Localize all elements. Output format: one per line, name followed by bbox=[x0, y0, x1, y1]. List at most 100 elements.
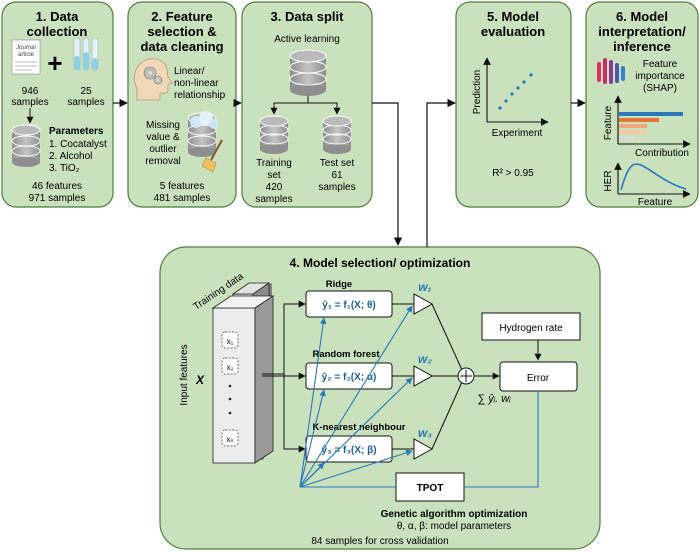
input-features-label: Input features bbox=[179, 344, 190, 405]
samples-right-count: 25 bbox=[80, 86, 92, 97]
stage4-title: 4. Model selection/ optimization bbox=[290, 256, 471, 270]
matrix-x-label: X bbox=[195, 373, 205, 387]
input-line-ridge bbox=[262, 300, 306, 375]
arrow-3-4 bbox=[372, 102, 403, 246]
param-alcohol: 2. Alcohol bbox=[49, 151, 92, 162]
stage2-title-line3: data cleaning bbox=[140, 39, 223, 54]
parity-point bbox=[522, 80, 526, 84]
her-xlabel: Feature bbox=[638, 197, 673, 208]
contribution-label: Contribution bbox=[635, 148, 689, 159]
plus-sign: + bbox=[47, 48, 62, 78]
stage2-title-line1: 2. Feature bbox=[151, 9, 212, 24]
ridge-formula: ŷ₁ = f₁(X; θ) bbox=[322, 300, 375, 311]
feature-cell-xn bbox=[221, 429, 239, 447]
her-curve bbox=[620, 163, 687, 191]
feature-importance-line3: (SHAP) bbox=[643, 83, 677, 94]
test-tubes-icon bbox=[73, 37, 99, 71]
feature-x2-label: x₂ bbox=[226, 363, 233, 372]
stage2-title-line2: selection & bbox=[147, 24, 216, 39]
samples-right-unit: samples bbox=[67, 97, 104, 108]
parity-point bbox=[498, 106, 502, 110]
importance-bar bbox=[619, 124, 647, 128]
journal-article-icon bbox=[11, 39, 41, 75]
relationship-line2: non-linear bbox=[174, 78, 219, 89]
weight-w1-label: w₁ bbox=[418, 280, 432, 294]
stage6-title-line3: inference bbox=[613, 39, 671, 54]
importance-bars bbox=[619, 112, 683, 140]
cross-validation-label: 84 samples for cross validation bbox=[311, 536, 448, 547]
tpot-label: TPOT bbox=[417, 483, 444, 494]
split-arrow-right bbox=[308, 102, 341, 115]
parity-point bbox=[510, 92, 514, 96]
hydrogen-rate-label: Hydrogen rate bbox=[499, 323, 563, 334]
random-forest-label: Random forest bbox=[312, 349, 380, 360]
importance-bar bbox=[619, 118, 659, 122]
parity-point bbox=[529, 73, 533, 77]
missing-line3: outlier bbox=[149, 144, 177, 155]
split-arrow-left bbox=[270, 96, 309, 115]
samples-left-count: 946 bbox=[22, 86, 39, 97]
journal-label-line2: article bbox=[18, 52, 35, 58]
stage1-title-line1: 1. Data bbox=[36, 9, 79, 24]
error-label: Error bbox=[527, 373, 550, 384]
stage3-panel bbox=[241, 1, 373, 208]
database-main-icon bbox=[289, 49, 327, 96]
input-data-stack bbox=[211, 282, 275, 464]
knn-label: K-nearest neighbour bbox=[313, 422, 406, 433]
parity-ylabel: Prediction bbox=[472, 70, 483, 114]
stage1-footer-samples: 971 samples bbox=[29, 193, 86, 204]
journal-label-line1: Journal bbox=[16, 45, 36, 51]
test-set-line3: samples bbox=[318, 182, 355, 193]
ellipsis-dots bbox=[228, 384, 232, 415]
genetic-algorithm-label: Genetic algorithm optimization bbox=[381, 509, 528, 520]
stage1-title-line2: collection bbox=[27, 24, 88, 39]
test-set-line2: 61 bbox=[331, 170, 343, 181]
missing-line2: value & bbox=[146, 132, 180, 143]
stage5-title-line1: 5. Model bbox=[487, 9, 539, 24]
missing-line1: Missing bbox=[146, 120, 180, 131]
ridge-label: Ridge bbox=[326, 279, 352, 290]
her-ylabel: HER bbox=[603, 170, 614, 191]
feature-importance-line2: importance bbox=[635, 71, 685, 82]
param-cocatalyst: 1. Cocatalyst bbox=[49, 139, 107, 150]
training-set-line4: samples bbox=[255, 194, 292, 205]
shap-logo-icon bbox=[597, 58, 625, 84]
weighted-sum-label: ∑ ŷᵢ. wᵢ bbox=[477, 393, 511, 405]
model-params-label: θ, α, β: model parameters bbox=[397, 521, 511, 532]
samples-left-unit: samples bbox=[11, 97, 48, 108]
tpot-box bbox=[395, 472, 465, 502]
stage2-footer-features: 5 features bbox=[160, 181, 204, 192]
missing-line4: removal bbox=[145, 156, 181, 167]
optimization-feedback-lines bbox=[299, 305, 539, 488]
feature-xn-label: xₙ bbox=[226, 435, 233, 444]
stage6-title-line1: 6. Model bbox=[616, 9, 668, 24]
param-tio2: 3. TiO₂ bbox=[49, 163, 80, 174]
importance-ylabel: Feature bbox=[603, 105, 614, 140]
feature-x1-label: x₁ bbox=[227, 337, 234, 346]
feature-importance-line1: Feature bbox=[643, 59, 678, 70]
feature-cell-x2 bbox=[221, 357, 239, 375]
relationship-line3: relationship bbox=[174, 90, 226, 101]
training-set-line1: Training bbox=[256, 158, 292, 169]
r2-value: R² > 0.95 bbox=[492, 168, 534, 179]
importance-bar bbox=[619, 130, 645, 134]
importance-bar bbox=[619, 112, 683, 116]
stage6-panel bbox=[585, 1, 699, 208]
random-forest-formula: ŷ₂ = f₂(X; α) bbox=[322, 372, 377, 383]
stage3-title: 3. Data split bbox=[271, 9, 345, 24]
database-cleaning-icon bbox=[187, 111, 223, 173]
parity-point bbox=[504, 99, 508, 103]
training-set-line3: 420 bbox=[266, 182, 283, 193]
hydrogen-rate-box bbox=[481, 312, 581, 341]
feature-cells bbox=[221, 331, 239, 447]
importance-bar bbox=[619, 136, 635, 140]
params-title: Parameters bbox=[49, 126, 104, 137]
feature-cell-x1 bbox=[221, 331, 239, 349]
arrow-4-5 bbox=[426, 98, 456, 247]
database-icon bbox=[11, 124, 41, 167]
sum-in-1 bbox=[431, 303, 463, 371]
stage5-panel bbox=[455, 1, 572, 208]
database-test-icon bbox=[322, 115, 352, 154]
stage6-title-line2: interpretation/ bbox=[598, 24, 686, 39]
